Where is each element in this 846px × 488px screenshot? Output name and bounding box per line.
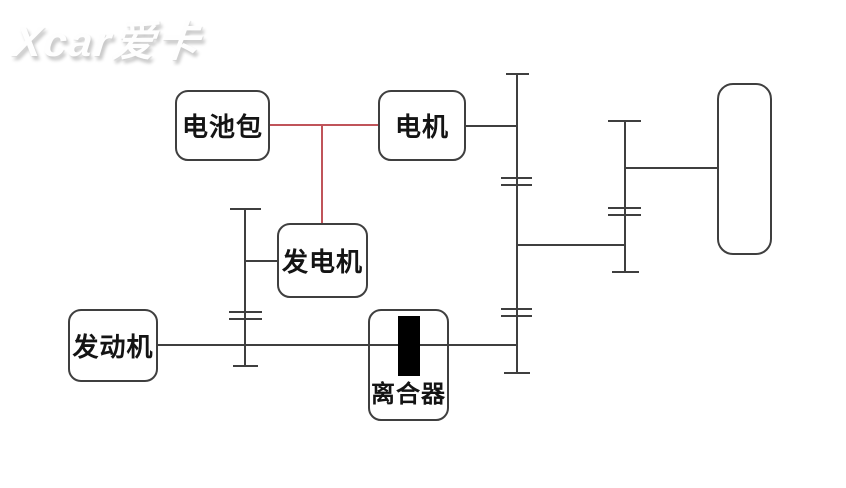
- clutch-label: 离合器: [371, 382, 446, 408]
- generator-box: 发电机: [277, 223, 368, 298]
- battery-pack-label: 电池包: [181, 113, 263, 142]
- wheel-box: [717, 83, 772, 255]
- motor-label: 电机: [394, 113, 449, 142]
- clutch-box: 离合器: [368, 309, 449, 421]
- engine-box: 发动机: [68, 309, 158, 382]
- electric-power-lines: [270, 124, 378, 223]
- engine-label: 发动机: [72, 333, 154, 362]
- mechanical-link-lines: [158, 73, 717, 374]
- battery-pack-box: 电池包: [175, 90, 270, 161]
- motor-box: 电机: [378, 90, 466, 161]
- generator-label: 发电机: [281, 248, 363, 277]
- clutch-plate: [398, 316, 420, 376]
